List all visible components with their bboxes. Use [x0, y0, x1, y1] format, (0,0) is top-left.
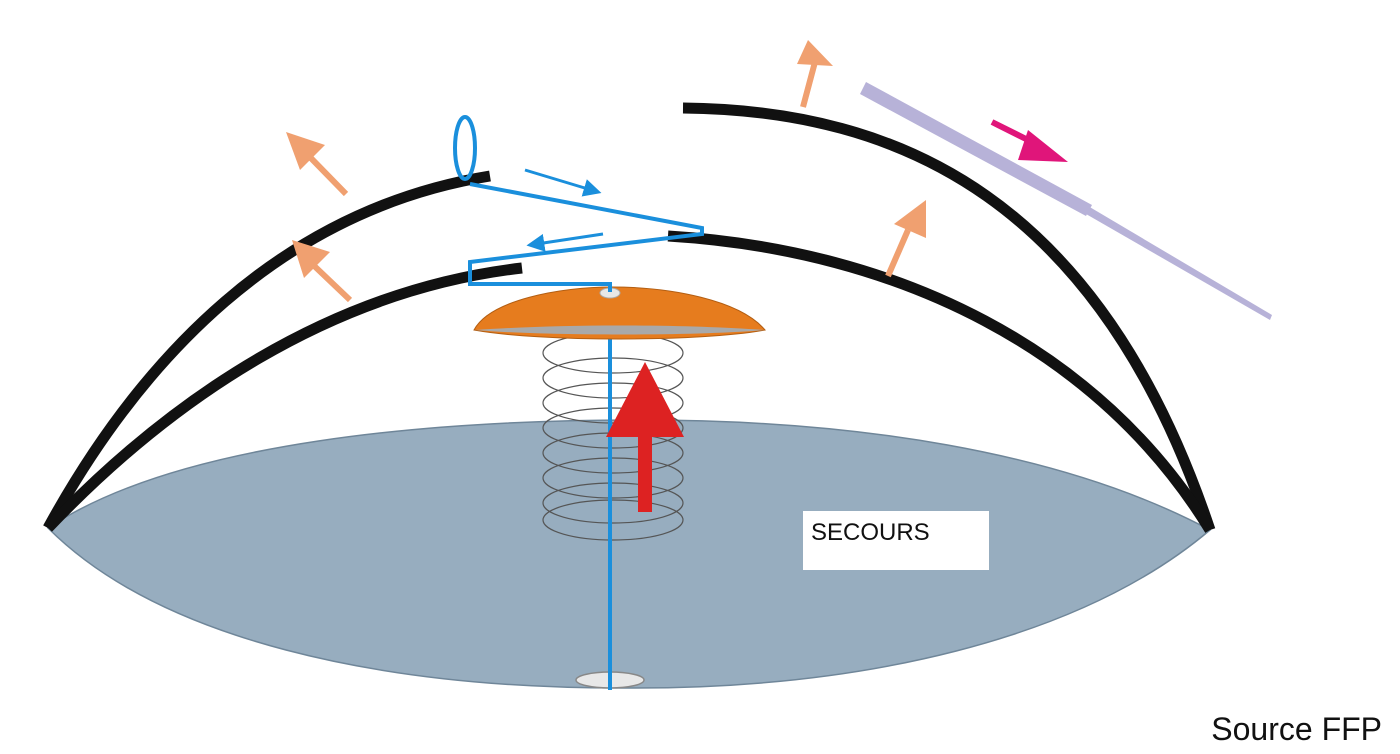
flap-opening-arrows [286, 40, 926, 303]
flap-arrow-3 [797, 40, 833, 108]
reserve-container-canopy [46, 419, 1212, 689]
pilot-chute-spring [542, 332, 684, 541]
right-inner-flap [667, 230, 1215, 533]
closing-loop [453, 115, 704, 292]
reserve-label: SECOURS [811, 519, 930, 546]
flap-arrow-1 [286, 132, 349, 197]
spring-release-arrow [606, 362, 684, 512]
loop-direction-arrow-left [526, 232, 604, 252]
reserve-label-box [803, 511, 989, 570]
pin-pull-arrow [990, 119, 1068, 162]
ripcord-pin [860, 82, 1272, 320]
loop-direction-arrow-right [524, 168, 602, 197]
pilot-chute [473, 286, 766, 340]
flap-arrow-4 [885, 200, 926, 278]
source-caption: Source FFP [1211, 711, 1382, 747]
left-inner-flap [44, 262, 523, 532]
left-outer-flap [43, 170, 491, 531]
flap-arrow-2 [292, 240, 353, 303]
right-outer-flap [682, 102, 1216, 532]
